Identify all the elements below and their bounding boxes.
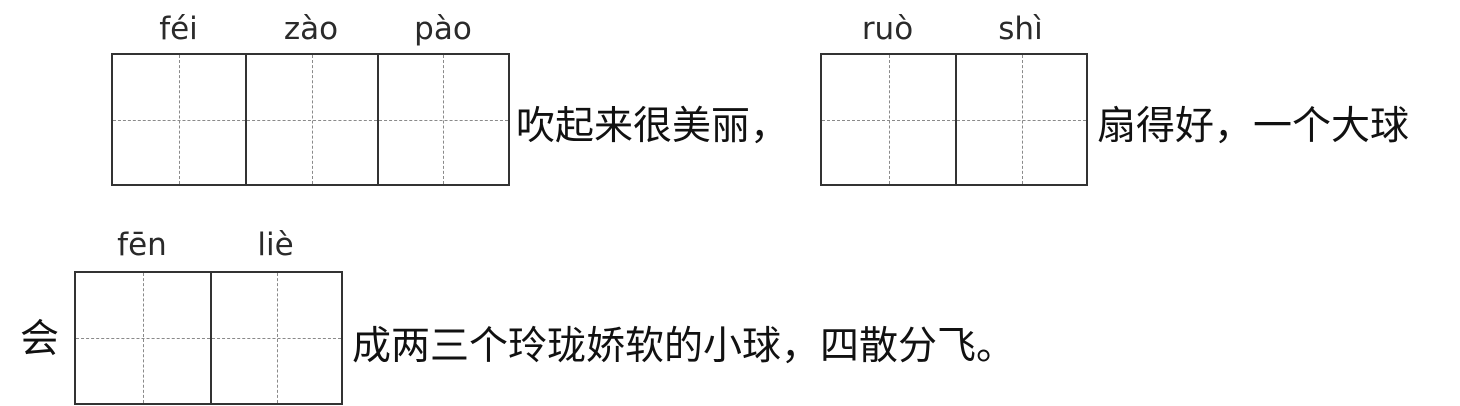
tianzige-cell[interactable]: [245, 55, 378, 184]
sentence-text-2: 扇得好，一个大球: [1097, 104, 1410, 149]
pinyin-zao: zào: [283, 11, 339, 47]
pinyin-pao: pào: [414, 11, 472, 47]
tianzige-cell[interactable]: [822, 55, 955, 184]
sentence-prefix: 会: [20, 317, 60, 362]
sentence-text-1: 吹起来很美丽，: [516, 104, 790, 149]
pinyin-ruo: ruò: [861, 11, 914, 47]
answer-grid-ruoshi[interactable]: [820, 53, 1088, 186]
tianzige-cell[interactable]: [376, 55, 509, 184]
answer-grid-fenlie[interactable]: [74, 271, 343, 405]
answer-grid-feizaopao[interactable]: [111, 53, 510, 186]
pinyin-fei: féi: [159, 11, 198, 47]
sentence-text-3: 成两三个玲珑娇软的小球，四散分飞。: [352, 324, 1016, 369]
tianzige-cell[interactable]: [210, 273, 341, 403]
tianzige-cell[interactable]: [955, 55, 1086, 184]
pinyin-shi: shì: [998, 11, 1043, 47]
tianzige-cell[interactable]: [76, 273, 210, 403]
pinyin-fen: fēn: [117, 227, 167, 263]
tianzige-cell[interactable]: [113, 55, 246, 184]
pinyin-lie: liè: [257, 227, 294, 263]
